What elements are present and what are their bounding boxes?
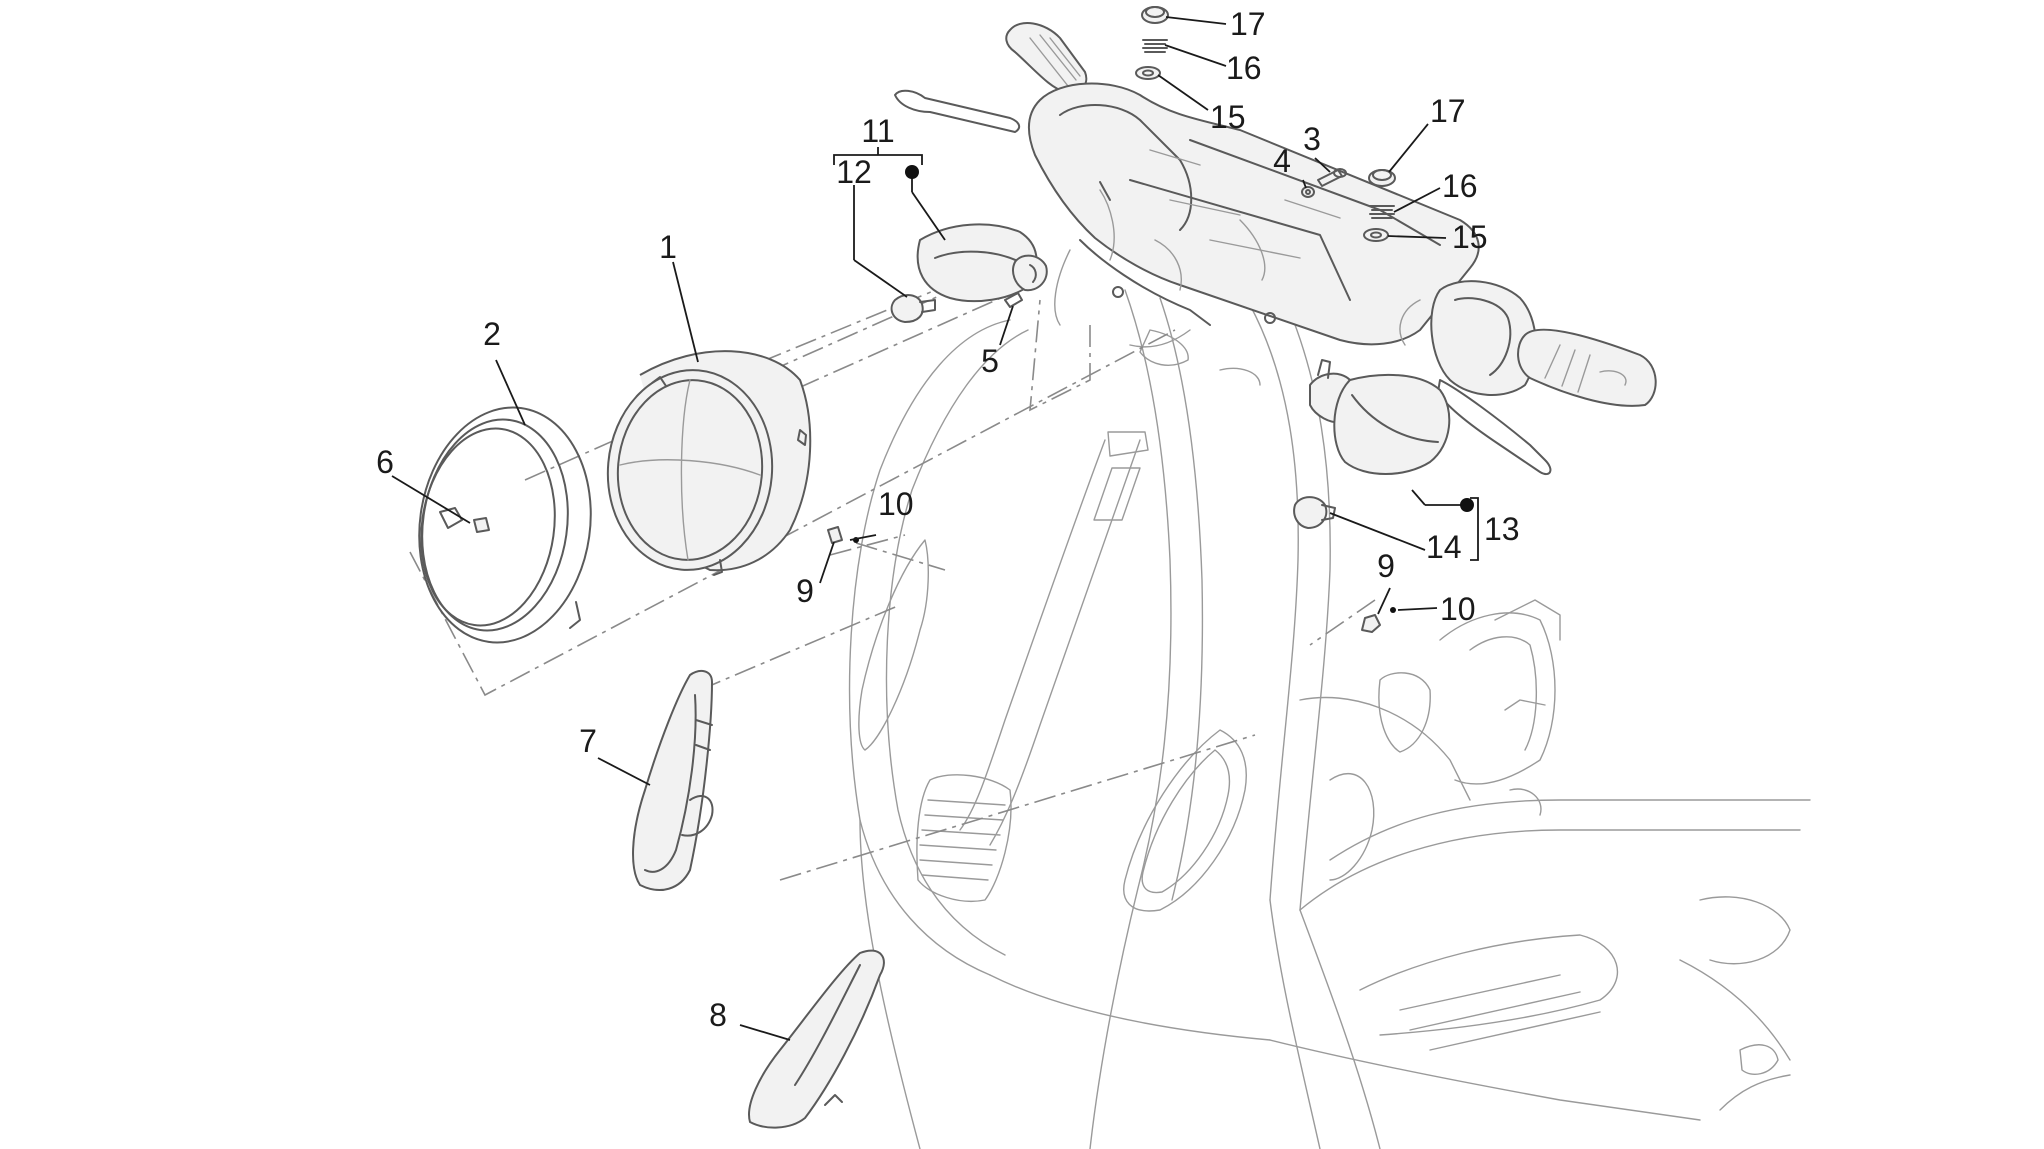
headlight-unit xyxy=(606,350,812,576)
left-turn-signal xyxy=(916,223,1048,303)
callout-15-left: 15 xyxy=(1210,99,1246,135)
callout-17-left: 17 xyxy=(1230,6,1266,42)
callout-3: 3 xyxy=(1303,121,1321,157)
right-turn-signal xyxy=(1309,359,1451,475)
side-reflector-7 xyxy=(632,669,714,891)
washer-4 xyxy=(1301,186,1315,198)
callout-6: 6 xyxy=(376,444,394,480)
callout-4: 4 xyxy=(1273,143,1291,179)
clip-6 xyxy=(473,517,490,533)
callout-16-left: 16 xyxy=(1226,50,1262,86)
left-bulb-12 xyxy=(890,294,936,323)
callout-7: 7 xyxy=(579,723,597,759)
screw-10-right xyxy=(1390,607,1396,613)
washer-15-right xyxy=(1363,228,1389,242)
leader-lines xyxy=(391,16,1479,1041)
handlebar-assembly xyxy=(894,22,1657,476)
headlight-trim-ring xyxy=(418,406,592,644)
washer-15-left xyxy=(1135,66,1161,80)
callout-9-left: 9 xyxy=(796,573,814,609)
assembly-lines xyxy=(409,259,1376,881)
callout-17-right: 17 xyxy=(1430,93,1466,129)
callout-10-right: 10 xyxy=(1440,591,1476,627)
callout-10-left: 10 xyxy=(878,486,914,522)
callout-16-right: 16 xyxy=(1442,168,1478,204)
cap-17-right xyxy=(1368,169,1396,187)
callout-9-right: 9 xyxy=(1377,548,1395,584)
callout-14: 14 xyxy=(1426,529,1462,565)
nut-9-left xyxy=(827,526,843,544)
callout-12: 12 xyxy=(836,154,872,190)
nut-9-right xyxy=(1361,614,1381,633)
callout-labels: 1 2 6 5 9 10 7 8 9 10 3 4 17 16 15 17 16… xyxy=(376,6,1519,1033)
callout-13: 13 xyxy=(1484,511,1520,547)
callout-1: 1 xyxy=(659,229,677,265)
right-bulb-14 xyxy=(1293,496,1336,529)
callout-15-right: 15 xyxy=(1452,219,1488,255)
spring-16-left xyxy=(1142,39,1168,53)
callout-11: 11 xyxy=(861,113,894,149)
callout-8: 8 xyxy=(709,997,727,1033)
cap-17-left xyxy=(1141,6,1169,24)
bullet-11 xyxy=(905,165,919,179)
lower-reflector-8 xyxy=(748,949,885,1129)
bullet-13 xyxy=(1460,498,1474,512)
screw-5 xyxy=(1004,292,1023,308)
screw-3 xyxy=(1317,168,1347,187)
spring-16-right xyxy=(1369,205,1395,219)
callout-5: 5 xyxy=(981,343,999,379)
callout-2: 2 xyxy=(483,316,501,352)
